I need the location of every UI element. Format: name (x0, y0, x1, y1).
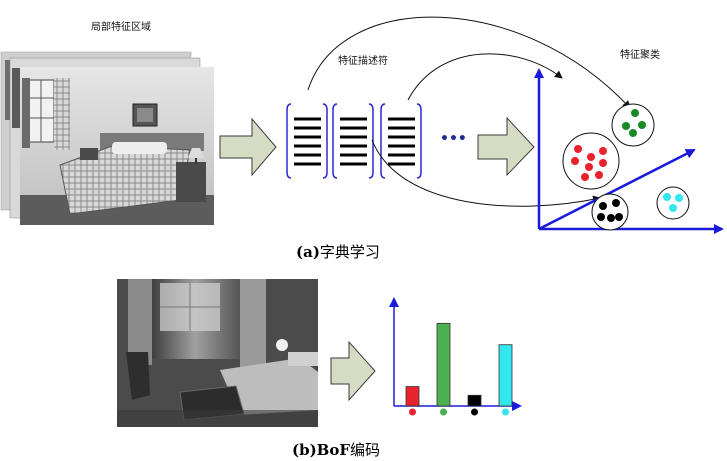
caption-a-prefix: (a) (296, 243, 320, 261)
local-region-label: 局部特征区域 (91, 20, 151, 33)
cyan-cluster (656, 186, 690, 220)
descriptor-bar (294, 135, 321, 139)
histogram-bar-red (405, 386, 420, 407)
feature-point (607, 214, 615, 222)
feature-point (612, 199, 620, 207)
bedroom-photo-stack (0, 51, 214, 225)
flow-arc-outer (307, 16, 631, 109)
flow-arc-inner (407, 53, 563, 101)
descriptor-bar (294, 162, 321, 166)
right-arrow-3 (330, 340, 376, 402)
feature-point (599, 147, 607, 155)
descriptor-column (332, 103, 374, 179)
descriptor-bar (340, 144, 367, 148)
bracket-right (368, 103, 374, 179)
caption-a-text: 字典学习 (320, 243, 380, 261)
descriptor-bar (340, 126, 367, 130)
descriptor-bar (294, 126, 321, 130)
bracket-left (286, 103, 292, 179)
bracket-left (332, 103, 338, 179)
caption-a: (a)字典学习 (296, 243, 380, 261)
feature-point (599, 159, 607, 167)
feature-point (629, 129, 637, 137)
hotel-room-photo (117, 279, 318, 427)
feature-point (595, 171, 603, 179)
feature-descriptor-label: 特征描述符 (338, 54, 388, 67)
cluster-boundary (591, 193, 629, 231)
bracket-right (322, 103, 328, 179)
feature-point (663, 193, 671, 201)
feature-point (622, 122, 630, 130)
descriptor-bar (388, 126, 415, 130)
right-arrow-1 (219, 117, 277, 177)
descriptor-bar (294, 153, 321, 157)
feature-point (597, 213, 605, 221)
feature-point (585, 163, 593, 171)
feature-space-axes (534, 68, 724, 234)
feature-point (669, 204, 677, 212)
descriptor-column (380, 103, 422, 179)
right-arrow-2 (477, 116, 535, 177)
flow-arc-lower (371, 139, 601, 207)
descriptor-bar (388, 153, 415, 157)
feature-point (581, 173, 589, 181)
descriptor-bar (294, 144, 321, 148)
feature-point (675, 194, 683, 202)
clusters (562, 103, 690, 231)
caption-b-text: 编码 (350, 441, 380, 459)
descriptor-bar (340, 117, 367, 121)
descriptor-bar (388, 117, 415, 121)
cluster-boundary (656, 186, 690, 220)
z-axis (538, 148, 696, 231)
descriptor-group (286, 103, 422, 179)
histogram-marker-green (440, 408, 447, 416)
feature-clustering-label: 特征聚类 (620, 48, 660, 61)
bof-histogram (389, 297, 522, 416)
descriptor-column (286, 103, 328, 179)
feature-point (574, 145, 582, 153)
caption-b-prefix: (b)BoF (292, 441, 350, 459)
caption-b: (b)BoF编码 (292, 441, 380, 459)
black-cluster (591, 193, 629, 231)
feature-point (631, 109, 639, 117)
descriptor-bar (388, 135, 415, 139)
descriptor-bar (340, 153, 367, 157)
histogram-bar-green (436, 322, 451, 407)
bracket-left (380, 103, 386, 179)
descriptor-bar (388, 162, 415, 166)
ellipsis-dots: ••• (440, 131, 467, 147)
feature-point (599, 202, 607, 210)
cluster-boundary (611, 103, 655, 147)
histogram-marker-cyan (502, 408, 509, 416)
feature-point (587, 153, 595, 161)
histogram-bar-cyan (498, 344, 513, 407)
bracket-right (416, 103, 422, 179)
histogram-bar-black (467, 394, 482, 407)
descriptor-bar (294, 117, 321, 121)
bedroom-photo-front (20, 67, 214, 225)
descriptor-bar (340, 135, 367, 139)
red-cluster (562, 132, 620, 190)
histogram-marker-red (409, 408, 416, 416)
descriptor-bar (340, 162, 367, 166)
green-cluster (611, 103, 655, 147)
feature-point (638, 121, 646, 129)
feature-point (615, 213, 623, 221)
descriptor-bar (388, 144, 415, 148)
histogram-marker-black (471, 408, 478, 416)
feature-point (571, 157, 579, 165)
